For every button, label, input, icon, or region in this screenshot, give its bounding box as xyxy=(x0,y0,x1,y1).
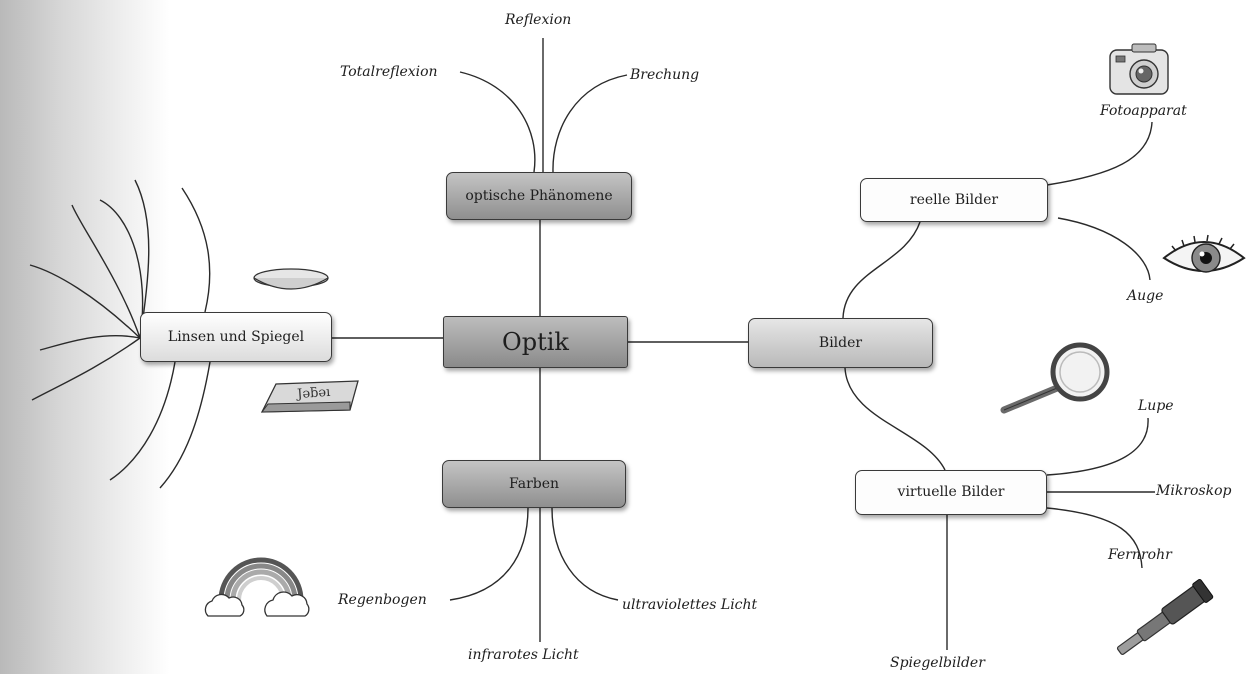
label-totalreflexion: Totalreflexion xyxy=(340,64,438,80)
node-virtuelle-bilder: virtuelle Bilder xyxy=(855,470,1047,515)
node-optische-phaenomene: optische Phänomene xyxy=(446,172,632,220)
label-fotoapparat: Fotoapparat xyxy=(1100,103,1187,119)
line-lupe xyxy=(1046,417,1149,476)
label-mikroskop: Mikroskop xyxy=(1156,483,1232,499)
line-fan-2 xyxy=(99,199,144,339)
line-fan-4 xyxy=(29,264,141,339)
label-auge: Auge xyxy=(1127,288,1164,304)
line-fan-9 xyxy=(181,187,211,313)
line-fotoapparat xyxy=(1046,121,1153,186)
line-fan-5 xyxy=(39,335,141,351)
telescope-icon xyxy=(1116,579,1214,655)
center-node-optik: Optik xyxy=(443,316,628,368)
rainbow-icon xyxy=(204,557,310,617)
label-spiegelbilder: Spiegelbilder xyxy=(890,655,985,671)
label-reflexion: Reflexion xyxy=(505,12,572,28)
camera-icon xyxy=(1109,43,1169,95)
node-reelle-bilder: reelle Bilder xyxy=(860,178,1048,222)
line-bilder-virtuelle xyxy=(844,367,946,471)
line-regenbogen xyxy=(449,507,529,601)
magnifier-icon xyxy=(1000,342,1110,414)
mirror-text: Jəƃəı xyxy=(295,385,331,402)
node-farben: Farben xyxy=(442,460,626,508)
label-brechung: Brechung xyxy=(630,67,700,83)
line-totalreflexion xyxy=(459,71,536,173)
label-infrarotes-licht: infrarotes Licht xyxy=(468,647,579,663)
node-bilder: Bilder xyxy=(748,318,933,368)
lens-icon xyxy=(253,268,329,290)
line-fan-7 xyxy=(109,361,176,481)
line-fan-6 xyxy=(31,337,141,401)
line-ultraviolett xyxy=(551,507,619,601)
line-bilder-reelle xyxy=(842,221,921,319)
label-fernrohr: Fernrohr xyxy=(1108,547,1172,563)
line-brechung xyxy=(552,74,628,173)
node-linsen-und-spiegel: Linsen und Spiegel xyxy=(140,312,332,362)
label-ultraviolettes-licht: ultraviolettes Licht xyxy=(622,597,758,613)
line-fan-8 xyxy=(159,361,211,489)
line-fernrohr xyxy=(1046,507,1143,569)
mirror-icon: Jəƃəı xyxy=(260,380,359,413)
line-auge xyxy=(1057,217,1151,281)
label-lupe: Lupe xyxy=(1138,398,1174,414)
line-fan-1 xyxy=(71,204,141,339)
eye-icon xyxy=(1162,234,1246,273)
label-regenbogen: Regenbogen xyxy=(338,592,427,608)
